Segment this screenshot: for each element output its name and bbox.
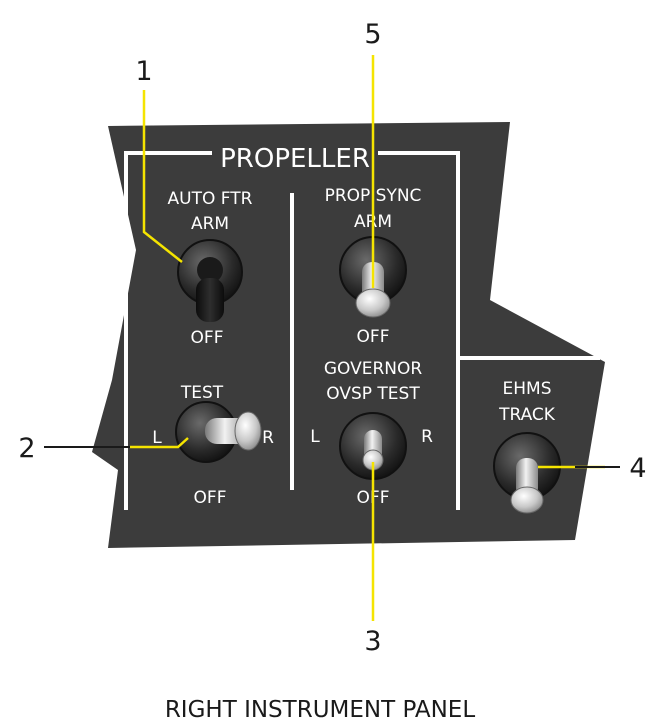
callout-lines <box>44 55 620 621</box>
switch-knob <box>510 486 544 514</box>
governor-toggle-switch[interactable] <box>339 412 407 480</box>
ehms-toggle-switch[interactable] <box>493 432 561 514</box>
auto-ftr-toggle-switch[interactable] <box>177 239 243 322</box>
switch-knob <box>355 288 391 318</box>
switch-nut <box>197 257 223 283</box>
switch-lever <box>196 278 224 322</box>
test-switch-group: TEST L R OFF <box>152 383 274 508</box>
callout-number-2: 2 <box>18 433 35 464</box>
test-toggle-switch[interactable] <box>175 401 262 463</box>
test-off-label: OFF <box>194 488 227 508</box>
callout-number-4: 4 <box>629 453 646 484</box>
panel-title: PROPELLER <box>220 144 370 174</box>
governor-left-label: L <box>310 427 320 447</box>
callout-number-5: 5 <box>364 19 381 50</box>
callout-line-1 <box>142 90 183 263</box>
propeller-group-border <box>124 151 460 510</box>
governor-switch-group: GOVERNOR OVSP TEST L R OFF <box>310 359 433 508</box>
auto-ftr-title-line2: ARM <box>191 214 229 234</box>
auto-ftr-title-line1: AUTO FTR <box>168 189 253 209</box>
callout-number-1: 1 <box>135 56 152 87</box>
ehms-title-line1: EHMS <box>503 379 552 399</box>
ehms-title-line2: TRACK <box>498 405 556 425</box>
prop-sync-off-label: OFF <box>357 327 390 347</box>
governor-title-line2: OVSP TEST <box>326 384 420 404</box>
auto-ftr-switch-group: AUTO FTR ARM OFF <box>168 189 253 348</box>
governor-right-label: R <box>421 427 433 447</box>
test-right-label: R <box>262 428 274 448</box>
test-title: TEST <box>180 383 224 403</box>
ehms-switch-group: EHMS TRACK <box>493 379 561 514</box>
auto-ftr-off-label: OFF <box>191 328 224 348</box>
test-left-label: L <box>152 428 162 448</box>
callout-line-2 <box>130 437 189 449</box>
governor-title-line1: GOVERNOR <box>324 359 423 379</box>
switch-knob <box>234 411 262 451</box>
diagram-caption: RIGHT INSTRUMENT PANEL <box>165 697 476 723</box>
callout-number-3: 3 <box>364 626 381 657</box>
